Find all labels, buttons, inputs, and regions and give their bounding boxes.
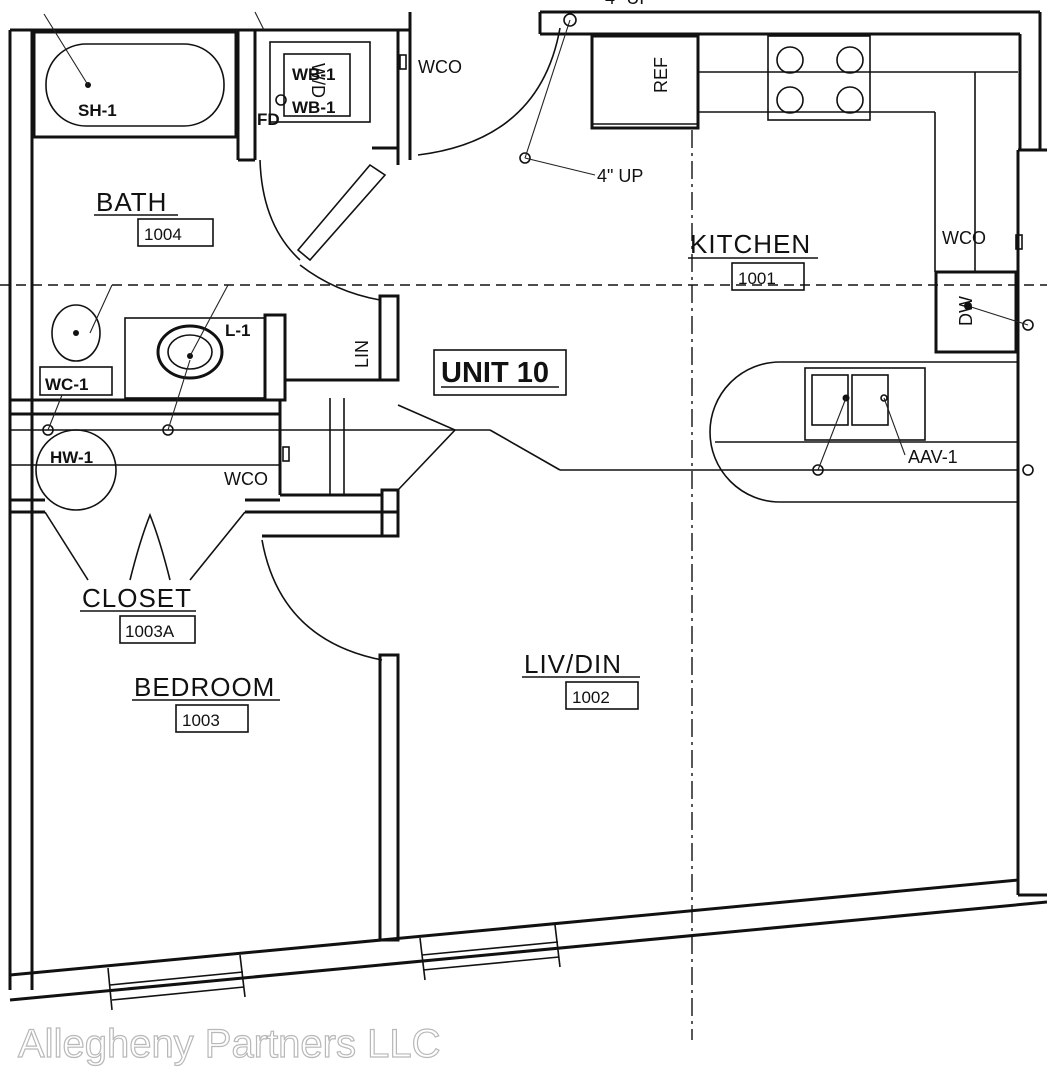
interior-walls	[10, 30, 400, 942]
unit-label: UNIT 10	[441, 357, 549, 389]
washer-box-tag-bottom: WB-1	[292, 98, 335, 117]
washer-box	[254, 11, 371, 123]
aav-tag: AAV-1	[908, 447, 958, 467]
wco-note-top: WCO	[418, 57, 462, 77]
room-labels: BATH 1004 KITCHEN 1001 LIV/DIN 1002 BEDR…	[80, 187, 818, 733]
bedroom-label: BEDROOM	[134, 672, 275, 702]
closet-number: 1003A	[125, 622, 175, 641]
liv-din-number: 1002	[572, 688, 610, 707]
plumbing-notes: WCO WCO WCO 4" UP 4" UP	[224, 0, 986, 489]
shower-tag: SH-1	[78, 101, 117, 120]
bath-label: BATH	[96, 187, 167, 217]
water-heater-tag: HW-1	[50, 448, 93, 467]
fixture-tags: SH-1 WB-1 WB-1 FD L-1 WC-1 HW-1 REF DW W…	[45, 57, 976, 467]
wco-note-kitchen: WCO	[942, 228, 986, 248]
vent-up-note: 4" UP	[597, 166, 643, 186]
lavatory-tag: L-1	[225, 321, 251, 340]
washer-box-tag-top: WB-1	[292, 65, 335, 84]
floor-drain-tag: FD	[257, 110, 280, 129]
exterior-walls	[8, 10, 1047, 1011]
water-heater	[10, 359, 280, 511]
liv-din-label: LIV/DIN	[524, 649, 622, 679]
shower-fixture	[32, 13, 238, 139]
bath-number: 1004	[144, 225, 182, 244]
closet-label: CLOSET	[82, 583, 192, 613]
kitchen-label: KITCHEN	[690, 229, 811, 259]
washer-dryer-tag: W/D	[308, 63, 328, 98]
doors	[44, 27, 561, 661]
bedroom-number: 1003	[182, 711, 220, 730]
linen-tag: LIN	[352, 340, 372, 368]
vent-up-note-top: 4" UP	[605, 0, 651, 8]
watermark: Allegheny Partners LLC	[18, 1022, 440, 1066]
lavatory	[124, 284, 266, 399]
plumbing-lines	[280, 13, 1023, 471]
unit-label-box: UNIT 10	[433, 349, 567, 396]
kitchen-counters	[590, 34, 1034, 503]
wco-note-bath: WCO	[224, 469, 268, 489]
kitchen-number: 1001	[738, 269, 776, 288]
water-closet-tag: WC-1	[45, 375, 88, 394]
dishwasher-tag: DW	[956, 296, 976, 326]
water-closet	[39, 284, 113, 396]
refrigerator-tag: REF	[651, 57, 671, 93]
